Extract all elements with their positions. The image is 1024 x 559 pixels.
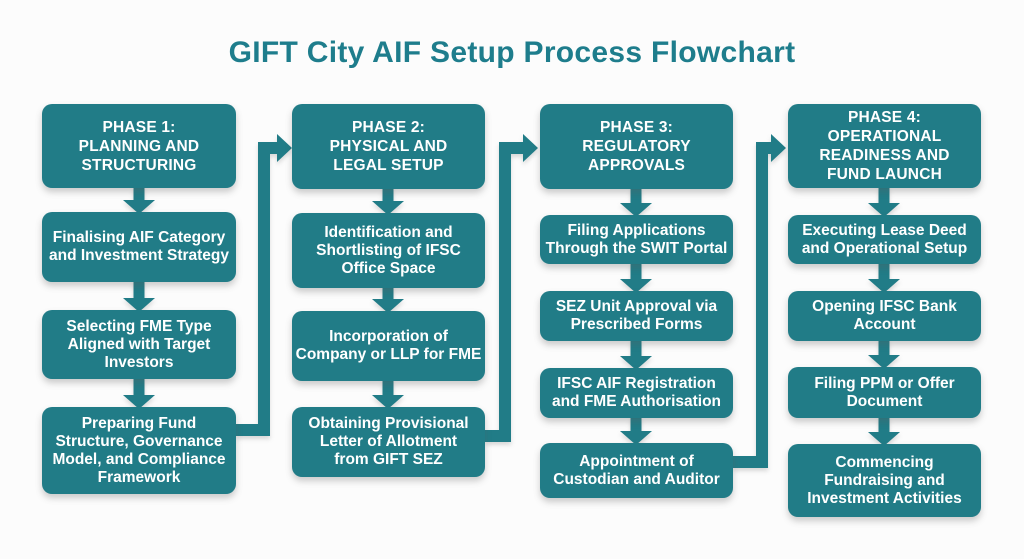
down-arrow-head bbox=[123, 395, 155, 409]
elbow-arrow-head bbox=[771, 134, 786, 162]
down-arrow bbox=[382, 286, 394, 299]
elbow-connector-phase3-phase4 bbox=[733, 142, 771, 468]
down-arrows bbox=[123, 186, 900, 446]
elbow-connector-phase1-phase2 bbox=[236, 142, 277, 436]
down-arrow-head bbox=[620, 431, 652, 445]
down-arrow-head bbox=[372, 299, 404, 313]
down-arrow bbox=[878, 186, 890, 203]
down-arrow bbox=[382, 187, 394, 201]
phase-1-step-2-box: Selecting FME Type Aligned with Target I… bbox=[42, 310, 236, 379]
phase-3-step-2-box: SEZ Unit Approval via Prescribed Forms bbox=[540, 291, 733, 341]
phase-3-step-4-box: Appointment of Custodian and Auditor bbox=[540, 443, 733, 498]
phase-2-step-2-box: Incorporation of Company or LLP for FME bbox=[292, 311, 485, 381]
down-arrow-head bbox=[868, 279, 900, 293]
down-arrow-head bbox=[123, 298, 155, 312]
phase-4-step-2-box: Opening IFSC Bank Account bbox=[788, 291, 981, 341]
down-arrow-head bbox=[868, 203, 900, 217]
phase-3-header-box: PHASE 3: REGULATORY APPROVALS bbox=[540, 104, 733, 189]
down-arrow-head bbox=[123, 200, 155, 214]
down-arrow-head bbox=[372, 395, 404, 409]
phase-2-step-3-box: Obtaining Provisional Letter of Allotmen… bbox=[292, 407, 485, 477]
phase-4-step-1-box: Executing Lease Deed and Operational Set… bbox=[788, 215, 981, 264]
elbow-connector-phase2-phase3 bbox=[485, 142, 523, 442]
down-arrow-head bbox=[868, 432, 900, 446]
down-arrow bbox=[382, 379, 394, 395]
phase-1-step-1-box: Finalising AIF Category and Investment S… bbox=[42, 212, 236, 282]
down-arrow-head bbox=[620, 203, 652, 217]
elbow-connectors bbox=[236, 142, 771, 468]
down-arrow bbox=[630, 262, 642, 279]
down-arrow bbox=[878, 262, 890, 279]
elbow-arrow-heads bbox=[277, 134, 786, 162]
elbow-arrow-head bbox=[523, 134, 538, 162]
down-arrow bbox=[630, 416, 642, 431]
down-arrow bbox=[630, 339, 642, 356]
down-arrow-head bbox=[620, 356, 652, 370]
phase-3-step-3-box: IFSC AIF Registration and FME Authorisat… bbox=[540, 368, 733, 418]
down-arrow bbox=[133, 186, 145, 200]
down-arrow bbox=[878, 416, 890, 432]
phase-2-step-1-box: Identification and Shortlisting of IFSC … bbox=[292, 213, 485, 288]
phase-3-step-1-box: Filing Applications Through the SWIT Por… bbox=[540, 215, 733, 264]
down-arrow bbox=[630, 187, 642, 203]
down-arrow bbox=[133, 377, 145, 395]
flowchart-title: GIFT City AIF Setup Process Flowchart bbox=[228, 36, 796, 69]
phase-1-header-box: PHASE 1: PLANNING AND STRUCTURING bbox=[42, 104, 236, 188]
down-arrow bbox=[878, 339, 890, 355]
down-arrow-head bbox=[620, 279, 652, 293]
elbow-arrow-head bbox=[277, 134, 292, 162]
phase-4-step-3-box: Filing PPM or Offer Document bbox=[788, 367, 981, 418]
phase-4-step-4-box: Commencing Fundraising and Investment Ac… bbox=[788, 444, 981, 517]
down-arrow bbox=[133, 280, 145, 298]
phase-1-step-3-box: Preparing Fund Structure, Governance Mod… bbox=[42, 407, 236, 494]
phase-4-header-box: PHASE 4: OPERATIONAL READINESS AND FUND … bbox=[788, 104, 981, 188]
phase-2-header-box: PHASE 2: PHYSICAL AND LEGAL SETUP bbox=[292, 104, 485, 189]
down-arrow-head bbox=[868, 355, 900, 369]
down-arrow-head bbox=[372, 201, 404, 215]
